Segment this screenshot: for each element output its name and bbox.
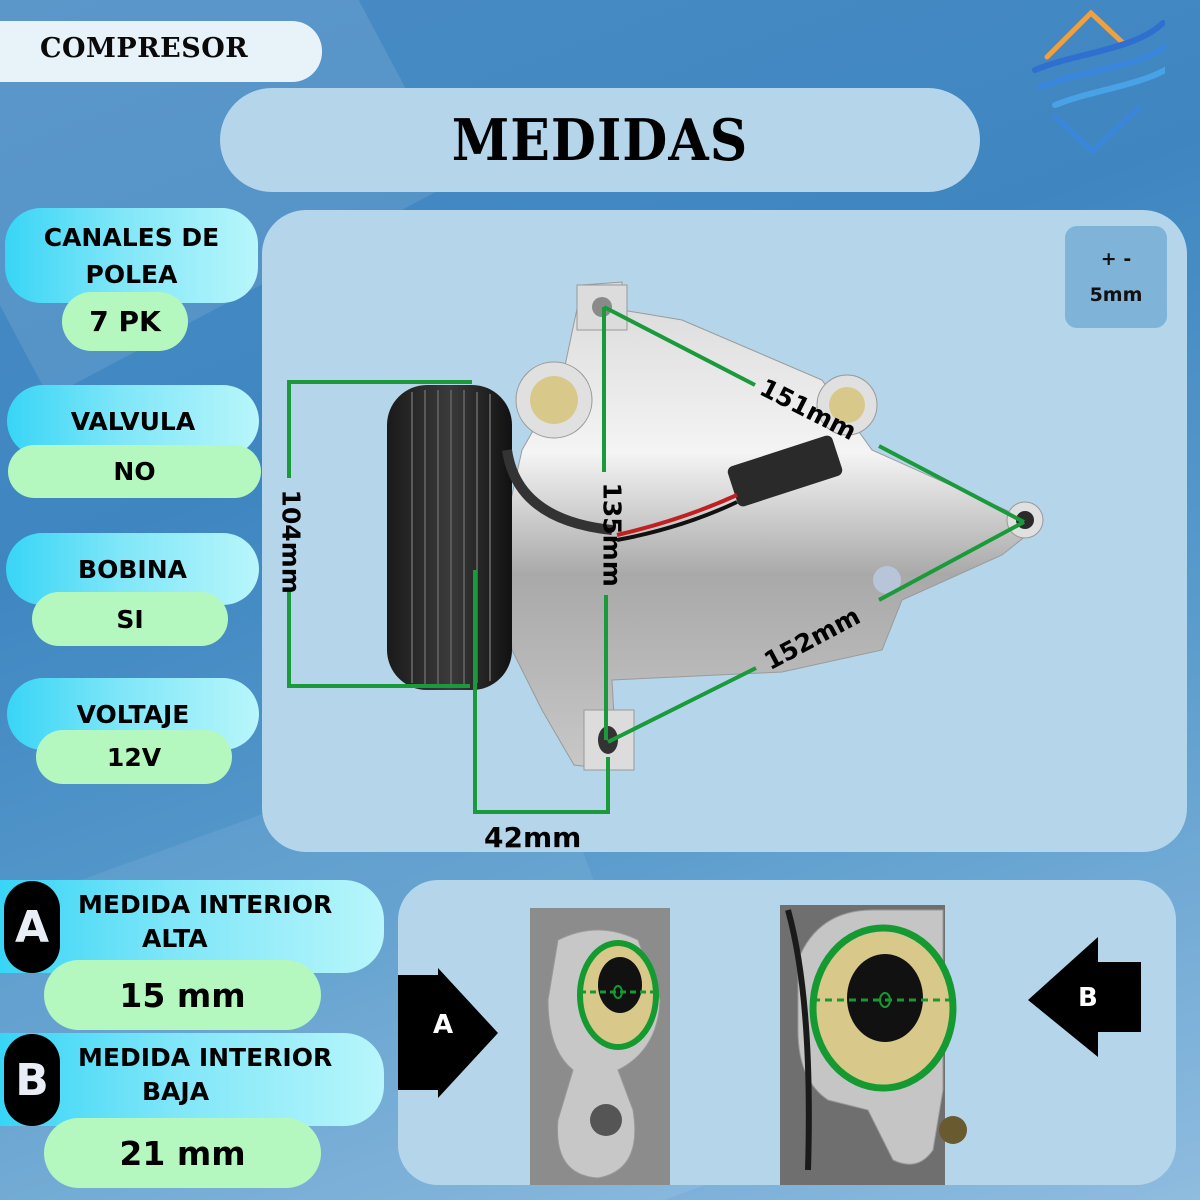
port-a-value: 15 mm (44, 960, 321, 1030)
dimension-42: 42mm (484, 821, 582, 854)
arrow-b-icon (1028, 937, 1141, 1057)
spec-value-valvula: NO (8, 445, 261, 498)
spec-label-canales: CANALES DE POLEA (5, 208, 258, 303)
port-b-badge: B (4, 1034, 60, 1126)
category-pill: COMPRESOR (0, 21, 322, 82)
spec-value-bobina: SI (32, 592, 228, 646)
compressor-illustration (287, 281, 1044, 814)
arrow-b-label: B (1078, 983, 1098, 1013)
port-a-badge: A (4, 881, 60, 973)
page-title: MEDIDAS (451, 106, 749, 174)
spec-value-canales: 7 PK (62, 292, 188, 351)
port-b-value: 21 mm (44, 1118, 321, 1188)
page-title-pill: MEDIDAS (220, 88, 980, 192)
arrow-a-label: A (433, 1010, 454, 1040)
category-label: COMPRESOR (40, 33, 249, 64)
wind-diamond-logo-icon (1032, 9, 1165, 155)
spec-value-voltaje: 12V (36, 730, 232, 784)
port-a-label: MEDIDA INTERIOR ALTA (0, 880, 384, 973)
tolerance-badge: + - 5mm (1065, 226, 1167, 328)
dimension-104: 104mm (276, 489, 306, 594)
arrow-a-icon (398, 968, 498, 1098)
dimension-135: 135mm (597, 482, 627, 587)
port-b-label: MEDIDA INTERIOR BAJA (0, 1033, 384, 1126)
port-photos (398, 905, 1141, 1185)
